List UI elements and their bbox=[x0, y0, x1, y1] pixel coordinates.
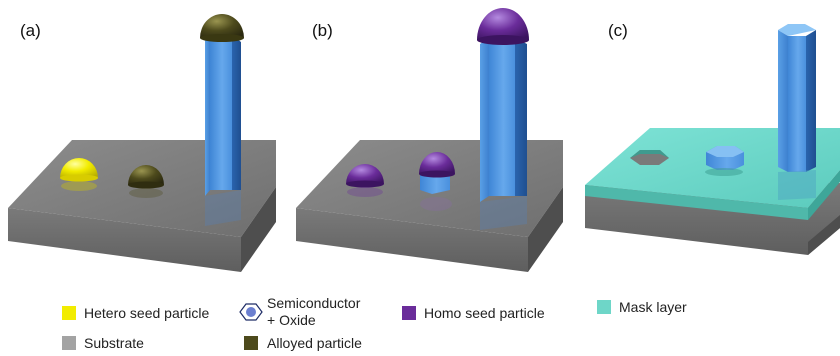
legend-item-semiconductor-oxide: Semiconductor + Oxide bbox=[239, 295, 361, 328]
hetero-seed-swatch bbox=[62, 306, 76, 320]
alloyed-swatch bbox=[244, 336, 258, 350]
alloyed-label: Alloyed particle bbox=[267, 335, 362, 351]
panel-b: (b) bbox=[296, 8, 563, 272]
alloyed-particle-top-a bbox=[200, 14, 244, 42]
nanowire-b bbox=[480, 38, 527, 230]
legend: Hetero seed particle Substrate Semicondu… bbox=[62, 295, 687, 351]
legend-item-mask: Mask layer bbox=[597, 299, 687, 315]
hetero-seed-label: Hetero seed particle bbox=[84, 305, 210, 321]
panel-c-label: (c) bbox=[608, 21, 628, 40]
panel-b-label: (b) bbox=[312, 21, 333, 40]
opening-c bbox=[630, 150, 669, 165]
alloyed-particle-a bbox=[128, 165, 164, 198]
nanowire-c bbox=[778, 24, 816, 200]
semiconductor-oxide-swatch bbox=[246, 307, 256, 317]
hetero-seed-a bbox=[60, 158, 98, 191]
homo-seed-b bbox=[346, 164, 384, 197]
semiconductor-oxide-label-2: + Oxide bbox=[267, 312, 316, 328]
mask-swatch bbox=[597, 300, 611, 314]
semiconductor-stub-b bbox=[419, 152, 455, 211]
legend-item-hetero-seed: Hetero seed particle bbox=[62, 305, 210, 321]
panel-c: (c) bbox=[585, 21, 840, 255]
mask-label: Mask layer bbox=[619, 299, 687, 315]
substrate-swatch bbox=[62, 336, 76, 350]
legend-item-alloyed: Alloyed particle bbox=[244, 335, 362, 351]
legend-item-substrate: Substrate bbox=[62, 335, 144, 351]
mask-layer-c bbox=[585, 128, 840, 220]
nanowire-a bbox=[205, 35, 241, 226]
homo-seed-label: Homo seed particle bbox=[424, 305, 545, 321]
semiconductor-oxide-label-1: Semiconductor bbox=[267, 295, 361, 311]
homo-seed-swatch bbox=[402, 306, 416, 320]
semiconductor-stub-c bbox=[705, 146, 744, 176]
panel-a-label: (a) bbox=[20, 21, 41, 40]
substrate-label: Substrate bbox=[84, 335, 144, 351]
legend-item-homo-seed: Homo seed particle bbox=[402, 305, 545, 321]
panel-a: (a) bbox=[8, 14, 276, 272]
homo-seed-top-b bbox=[477, 8, 529, 45]
